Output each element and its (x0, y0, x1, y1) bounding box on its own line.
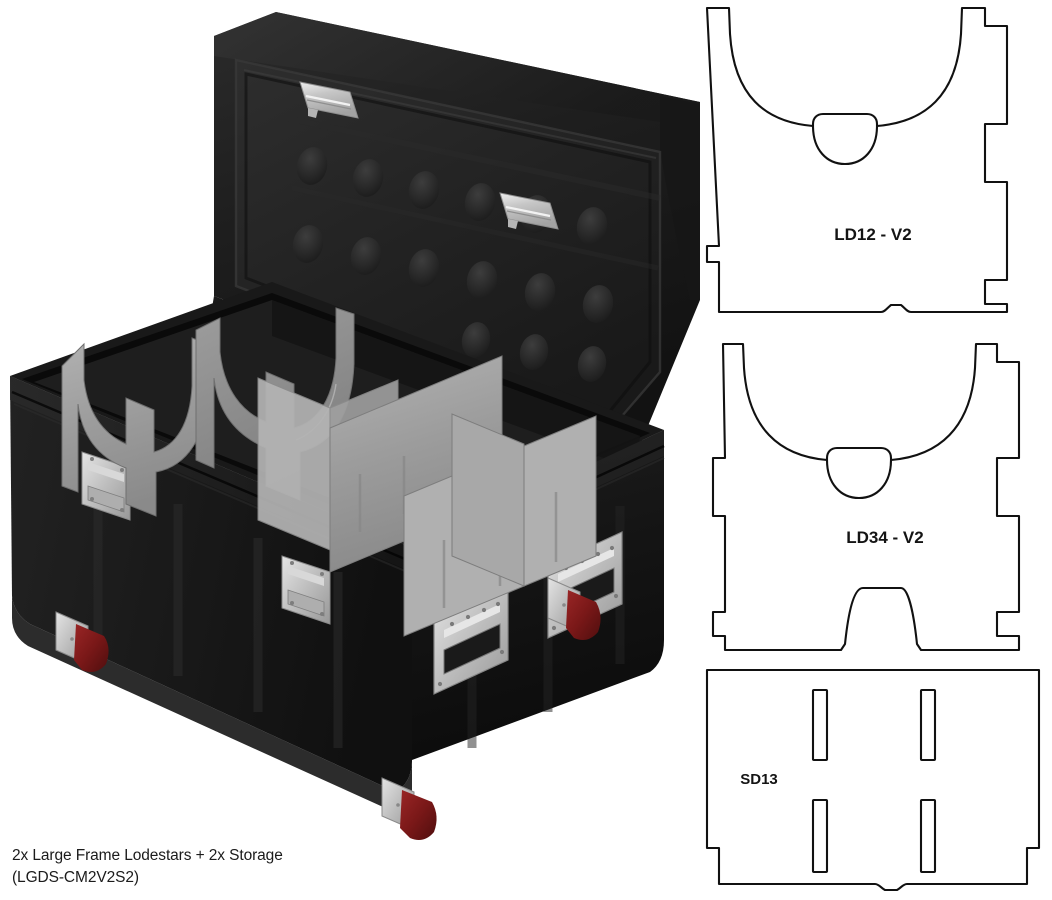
panel-label-ld34-v2: LD34 - V2 (846, 528, 923, 547)
caption-line-1: 2x Large Frame Lodestars + 2x Storage (12, 847, 283, 864)
caption-line-2: (LGDS-CM2V2S2) (12, 869, 139, 886)
caster (55, 611, 109, 672)
storage-divider (451, 413, 525, 587)
panel-slot-sd13 (919, 688, 937, 762)
caster (381, 777, 437, 840)
panel-drawing-ld34-v2: LD34 - V2 (695, 338, 1052, 660)
latch-catch (299, 81, 359, 119)
case-lid (210, 12, 700, 478)
latch[interactable] (281, 555, 331, 625)
panel-slot-sd13 (919, 798, 937, 874)
latch[interactable] (81, 451, 131, 521)
panel-label-sd13: SD13 (740, 771, 778, 788)
latch-catch (499, 192, 559, 230)
panel-cradle-notch-ld34-v2 (825, 458, 893, 500)
panel-drawing-sd13: SD13 (695, 660, 1052, 900)
panel-slot-sd13 (811, 798, 829, 874)
panel-cradle-notch-ld12-v2 (811, 124, 879, 166)
case-illustration (10, 12, 700, 840)
divider-set (61, 307, 597, 637)
caption: 2x Large Frame Lodestars + 2x Storage (LG… (12, 845, 432, 889)
panel-drawings: LD12 - V2 LD34 - V2 SD13 (695, 0, 1052, 900)
panel-label-ld12-v2: LD12 - V2 (834, 225, 911, 244)
panel-slot-sd13 (811, 688, 829, 762)
caster (547, 577, 601, 640)
panel-outline-sd13 (705, 668, 1041, 892)
panel-drawing-ld12-v2: LD12 - V2 (695, 0, 1052, 338)
